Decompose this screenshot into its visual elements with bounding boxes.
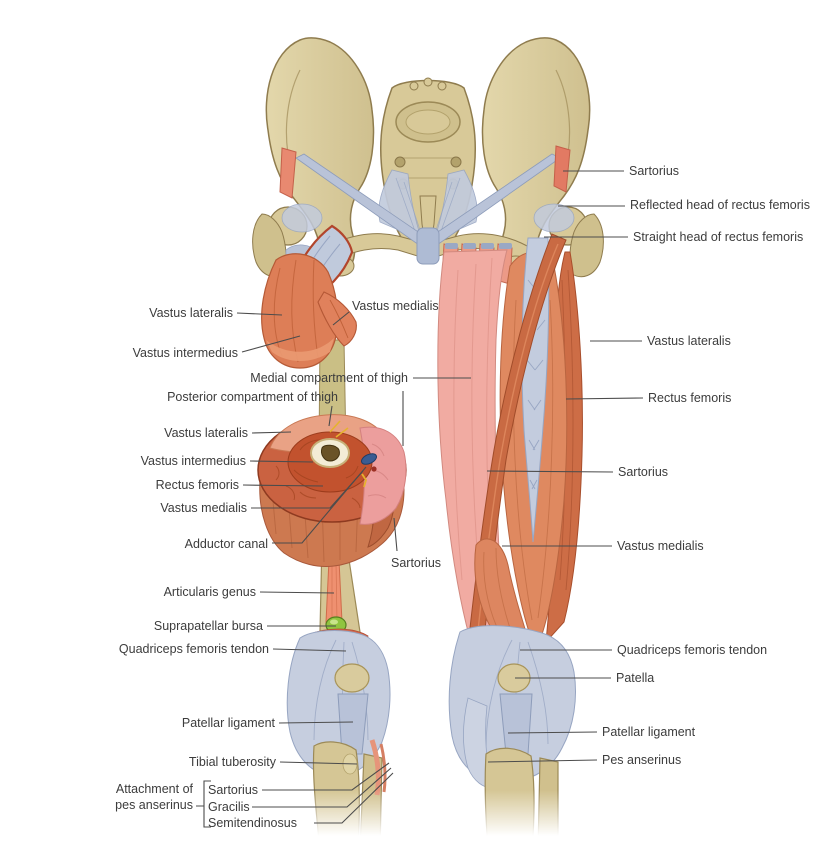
- right-patellar-ligament: [499, 693, 533, 755]
- pelvic-ligaments: [281, 153, 575, 265]
- label-vastus-medialis-cs: Vastus medialis: [160, 501, 247, 515]
- label-adductor-canal: Adductor canal: [184, 537, 268, 551]
- label-quadriceps-tendon-left: Quadriceps femoris tendon: [118, 642, 269, 656]
- left-patella: [334, 663, 370, 693]
- label-attachment-pes-anserinus: Attachment of pes anserinus: [115, 781, 193, 813]
- vastus-stub-muscle: [261, 253, 339, 369]
- femoral-artery: [371, 466, 377, 472]
- label-pes-anserinus-right: Pes anserinus: [602, 753, 682, 767]
- vastus-medialis-flap: [317, 291, 357, 347]
- label-rectus-femoris-right: Rectus femoris: [648, 391, 732, 405]
- label-vastus-medialis-stub: Vastus medialis: [352, 299, 439, 313]
- pelvis-bone: [252, 37, 604, 278]
- label-posterior-compartment: Posterior compartment of thigh: [167, 390, 338, 404]
- label-rectus-femoris-cs: Rectus femoris: [155, 478, 239, 492]
- label-articularis-genus: Articularis genus: [163, 585, 256, 599]
- label-suprapatellar-bursa: Suprapatellar bursa: [153, 619, 263, 633]
- label-vastus-lateralis-cs: Vastus lateralis: [164, 426, 248, 440]
- pes-anserinus-area: [463, 697, 493, 789]
- label-vastus-lateralis-stub: Vastus lateralis: [149, 306, 233, 320]
- leader-lines: [196, 170, 644, 828]
- label-sartorius-right: Sartorius: [618, 465, 669, 479]
- label-tibial-tuberosity: Tibial tuberosity: [188, 755, 276, 769]
- label-vastus-intermedius-cs: Vastus intermedius: [140, 454, 246, 468]
- label-attachment-line1: Attachment of: [115, 782, 193, 796]
- label-sartorius-cs: Sartorius: [391, 556, 442, 570]
- label-pes-sartorius: Sartorius: [208, 783, 259, 797]
- label-attachment-line2: pes anserinus: [115, 798, 193, 812]
- thigh-cross-section: [257, 414, 407, 567]
- sartorius-origin-stub: [553, 145, 571, 193]
- pubic-symphysis: [416, 227, 440, 265]
- label-patella: Patella: [616, 671, 655, 685]
- femoral-vein: [361, 453, 377, 465]
- label-medial-compartment: Medial compartment of thigh: [250, 371, 408, 385]
- right-leg-illustration: [437, 233, 583, 851]
- label-pes-semitendinosus: Semitendinosus: [208, 816, 297, 830]
- label-patellar-ligament-left: Patellar ligament: [181, 716, 275, 730]
- bottom-fade: [270, 790, 600, 851]
- label-reflected-head: Reflected head of rectus femoris: [630, 198, 810, 212]
- label-patellar-ligament-right: Patellar ligament: [602, 725, 696, 739]
- left-iliac-wing: [265, 37, 375, 272]
- left-leg-illustration: [257, 224, 407, 851]
- label-vastus-intermedius-stub: Vastus intermedius: [132, 346, 238, 360]
- label-quadriceps-tendon-right: Quadriceps femoris tendon: [617, 643, 768, 657]
- left-patellar-ligament: [337, 693, 369, 755]
- saphenous-nerve: [361, 473, 367, 488]
- pes-anserinus-bracket: [196, 780, 211, 828]
- label-pes-gracilis: Gracilis: [208, 800, 250, 814]
- label-sartorius-origin: Sartorius: [629, 164, 680, 178]
- label-straight-head: Straight head of rectus femoris: [633, 230, 804, 244]
- label-vastus-medialis-right: Vastus medialis: [617, 539, 704, 553]
- label-vastus-lateralis-right: Vastus lateralis: [647, 334, 731, 348]
